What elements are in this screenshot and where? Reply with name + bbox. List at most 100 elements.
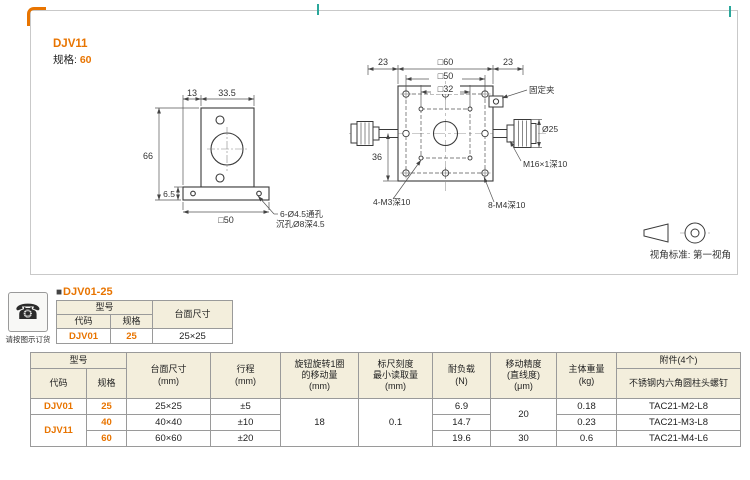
dim-66: 66 xyxy=(143,151,153,161)
cell-scale-min: 0.1 xyxy=(358,398,434,447)
page-corner-mark xyxy=(27,7,46,26)
drawing-model-code: DJV11 xyxy=(53,38,88,50)
col-header-stroke: 行程 (mm) xyxy=(210,352,282,399)
cell-weight: 0.18 xyxy=(556,398,618,415)
right-knob xyxy=(492,119,537,148)
cell-stroke: ±20 xyxy=(210,430,282,447)
table-row: DJV11 40 40×40 ±10 14.7 0.23 TAC21-M3-L8 xyxy=(30,414,742,447)
dim-33-5: 33.5 xyxy=(218,88,236,98)
side-dimension-lines xyxy=(155,95,278,215)
circle-symbol-inner xyxy=(690,228,700,238)
col-header-accessory-sub: 不锈钢内六角圆柱头螺钉 xyxy=(616,368,742,399)
side-body xyxy=(200,107,255,188)
technical-drawing: 13 33.5 66 6.5 □50 6-Ø4.5通孔 沉孔Ø8深4.5 xyxy=(143,57,731,261)
cell-stroke: ±5 xyxy=(210,398,282,415)
label-mask-50 xyxy=(429,71,462,81)
dim-dia-25: Ø25 xyxy=(542,124,558,134)
note-counterbore: 沉孔Ø8深4.5 xyxy=(276,219,325,229)
cell-code: DJV01 xyxy=(30,398,87,415)
col-header-knob-move: 旋钮旋转1圈 的移动量 (mm) xyxy=(280,352,360,399)
drawing-frame: 13 33.5 66 6.5 □50 6-Ø4.5通孔 沉孔Ø8深4.5 xyxy=(30,10,738,275)
col-header-code: 代码 xyxy=(30,368,87,399)
cell-load: 19.6 xyxy=(432,430,492,447)
circle-symbol-outer xyxy=(684,222,706,244)
cell-spec: 40 xyxy=(85,414,128,431)
col-header-weight: 主体重量 (kg) xyxy=(556,352,618,399)
mini-table-section: ■DJV01-25 型号 台面尺寸 代码 规格 DJV01 25 25×25 xyxy=(56,286,233,344)
col-header-accuracy: 移动精度 (直线度) (μm) xyxy=(490,352,558,399)
dim-6-5: 6.5 xyxy=(163,189,175,199)
left-knob xyxy=(350,121,399,146)
mini-table-code: DJV01-25 xyxy=(63,286,113,298)
drawing-caption: DJV11 规格: 60 xyxy=(53,37,92,67)
cell-size: 60×60 xyxy=(126,430,212,447)
side-screw-top xyxy=(215,115,225,125)
note-through-holes: 6-Ø4.5通孔 xyxy=(280,209,323,219)
mini-table: 型号 台面尺寸 代码 规格 DJV01 25 25×25 xyxy=(56,300,233,344)
table-row: DJV01 25 25×25 xyxy=(56,328,233,344)
spec-label: 规格: xyxy=(53,53,77,66)
dim-base-50: □50 xyxy=(218,215,233,225)
col-header-accessory: 附件(4个) xyxy=(616,352,742,369)
registration-mark-top xyxy=(317,4,319,15)
dim-32: □32 xyxy=(438,84,453,94)
projection-symbol: 视角标准: 第一视角 xyxy=(643,222,731,261)
cell-accessory: TAC21-M2-L8 xyxy=(616,398,742,415)
side-screw-bottom xyxy=(215,173,225,183)
dim-23-left: 23 xyxy=(378,57,388,67)
front-view: 23 □60 23 □50 □32 36 Ø25 固定夹 M16×1深10 4-… xyxy=(349,57,567,210)
dim-23-right: 23 xyxy=(503,57,513,67)
registration-mark-right xyxy=(729,6,731,17)
mini-header-code: 代码 xyxy=(56,314,111,329)
cell-load: 6.9 xyxy=(432,398,492,415)
spec-table-section: 型号 台面尺寸 (mm) 行程 (mm) 旋钮旋转1圈 的移动量 (mm) 标尺… xyxy=(29,352,742,447)
cell-load: 14.7 xyxy=(432,414,492,431)
label-4-m3: 4-M3深10 xyxy=(373,197,411,207)
col-header-size: 台面尺寸 (mm) xyxy=(126,352,212,399)
mini-header-spec: 规格 xyxy=(110,314,153,329)
dim-60: □60 xyxy=(438,57,453,67)
fixing-clamp xyxy=(488,95,504,108)
table-row: DJV01 25 25×25 ±5 18 0.1 6.9 20 0.18 TAC… xyxy=(30,398,742,447)
side-view: 13 33.5 66 6.5 □50 6-Ø4.5通孔 沉孔Ø8深4.5 xyxy=(143,88,325,229)
mini-cell-code: DJV01 xyxy=(56,328,111,344)
spec-value: 60 xyxy=(79,53,92,66)
cone-symbol xyxy=(643,223,669,243)
cell-code: DJV11 xyxy=(30,414,87,447)
col-header-spec: 规格 xyxy=(85,368,128,399)
label-fixing-clamp: 固定夹 xyxy=(529,85,555,95)
cell-spec: 25 xyxy=(85,398,128,415)
table-row: 60 60×60 ±20 19.6 30 0.6 TAC21-M4-L6 xyxy=(31,430,742,447)
dim-36: 36 xyxy=(372,152,382,162)
label-8-m4: 8-M4深10 xyxy=(488,200,526,210)
col-header-model: 型号 xyxy=(29,352,128,369)
section-bullet-icon: ■ xyxy=(56,287,63,298)
phone-icon: ☎ xyxy=(14,300,42,324)
col-header-load: 耐负载 (N) xyxy=(432,352,492,399)
order-icon-box: ☎ xyxy=(8,292,48,332)
label-mask-32 xyxy=(431,84,460,94)
cell-accuracy: 20 xyxy=(490,398,558,431)
center-bore xyxy=(432,120,459,147)
label-m16-thread: M16×1深10 xyxy=(523,159,567,169)
cell-accessory: TAC21-M3-L8 xyxy=(616,414,742,431)
base-hole-right xyxy=(256,190,262,197)
mini-header-model: 型号 xyxy=(56,300,153,315)
mini-header-size: 台面尺寸 xyxy=(152,300,233,329)
cell-weight: 0.23 xyxy=(556,414,618,431)
base-hole-left xyxy=(190,190,196,197)
mini-cell-spec: 25 xyxy=(110,328,153,344)
cell-knob-move: 18 xyxy=(280,398,360,447)
mini-table-title: ■DJV01-25 xyxy=(56,286,233,298)
cell-size: 40×40 xyxy=(126,414,212,431)
cell-spec: 60 xyxy=(85,430,128,447)
col-header-scale: 标尺刻度 最小读取量 (mm) xyxy=(358,352,434,399)
cell-weight: 0.6 xyxy=(556,430,618,447)
side-base-flange xyxy=(182,186,270,201)
view-standard-note: 视角标准: 第一视角 xyxy=(650,249,731,261)
cell-accessory: TAC21-M4-L6 xyxy=(616,430,742,447)
dim-50: □50 xyxy=(438,71,453,81)
mini-cell-size: 25×25 xyxy=(152,328,233,344)
cell-size: 25×25 xyxy=(126,398,212,415)
spec-table: 型号 台面尺寸 (mm) 行程 (mm) 旋钮旋转1圈 的移动量 (mm) 标尺… xyxy=(29,352,742,447)
